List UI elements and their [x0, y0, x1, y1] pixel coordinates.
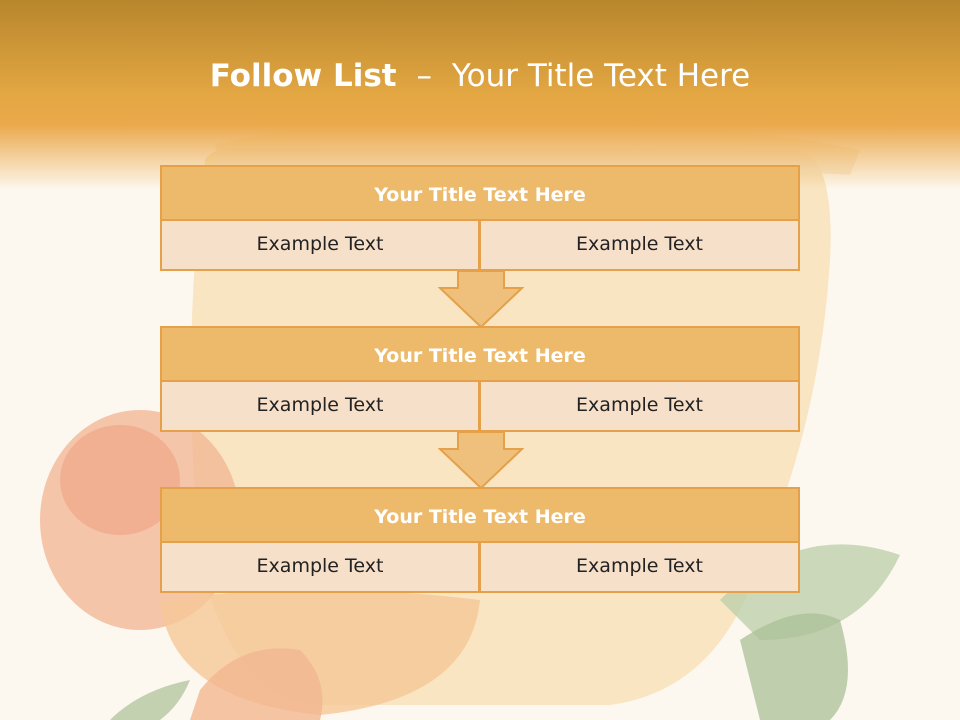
list-block-1: Your Title Text Here Example Text Exampl… — [160, 165, 800, 271]
peach-whole-blush — [60, 425, 180, 535]
block-cell-left: Example Text — [160, 382, 480, 432]
block-cell-right: Example Text — [480, 382, 800, 432]
leaf-bottom-left — [110, 680, 190, 720]
list-block-3: Your Title Text Here Example Text Exampl… — [160, 487, 800, 593]
block-cell-right: Example Text — [480, 543, 800, 593]
down-arrow-icon — [438, 431, 524, 489]
block-cell-right: Example Text — [480, 221, 800, 271]
slide-title-bold: Follow List — [209, 58, 397, 94]
list-block-2: Your Title Text Here Example Text Exampl… — [160, 326, 800, 432]
block-title: Your Title Text Here — [160, 326, 800, 382]
peach-slice — [190, 648, 323, 720]
header-band — [0, 0, 960, 190]
block-title: Your Title Text Here — [160, 487, 800, 543]
block-title: Your Title Text Here — [160, 165, 800, 221]
block-cell-left: Example Text — [160, 221, 480, 271]
slide-title-rest: Your Title Text Here — [451, 58, 751, 94]
slide-title: Follow List – Your Title Text Here — [0, 50, 960, 102]
leaf-bottom-right — [740, 613, 848, 720]
slide-title-separator: – — [416, 58, 432, 94]
block-cell-left: Example Text — [160, 543, 480, 593]
down-arrow-icon — [438, 270, 524, 328]
